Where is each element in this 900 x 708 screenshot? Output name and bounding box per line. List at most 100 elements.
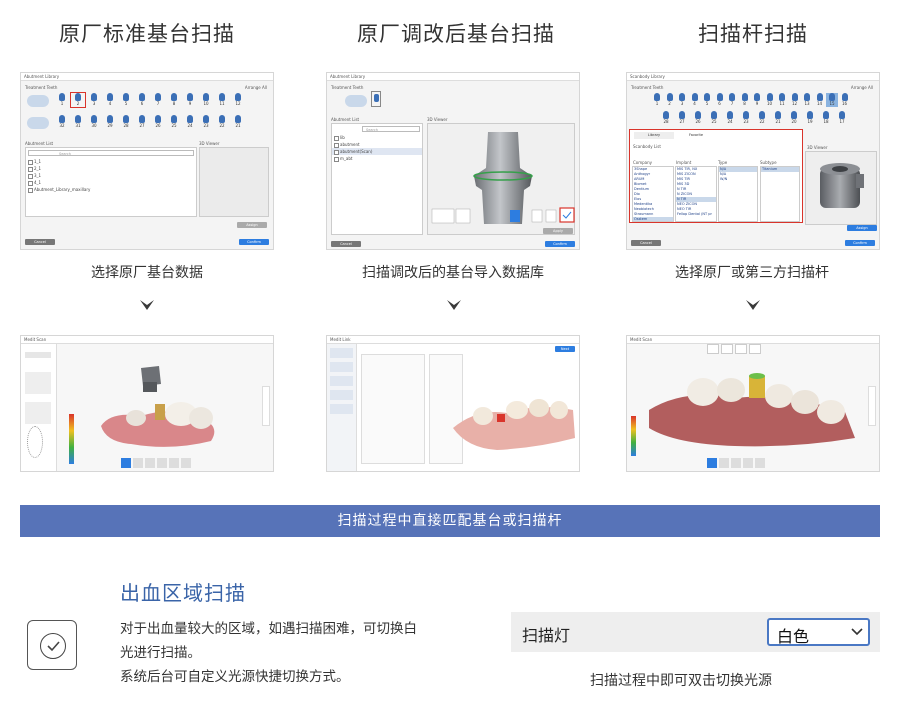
- list-item[interactable]: 1_1: [26, 158, 196, 165]
- list-item[interactable]: Elos: [634, 197, 642, 201]
- tooth-28[interactable]: 28: [659, 111, 673, 125]
- tooth-30[interactable]: 30: [87, 115, 101, 129]
- list-item[interactable]: ARUM: [634, 177, 645, 181]
- tooth-7[interactable]: 7: [151, 93, 165, 107]
- tooth-1[interactable]: 1: [651, 93, 663, 107]
- tooth-23[interactable]: 23: [199, 115, 213, 129]
- tooth-21[interactable]: 21: [771, 111, 785, 125]
- tooth-29[interactable]: 29: [103, 115, 117, 129]
- tooth-5[interactable]: 5: [701, 93, 713, 107]
- tooth-27[interactable]: 27: [675, 111, 689, 125]
- tab-library[interactable]: Library: [634, 132, 674, 139]
- tooth-23[interactable]: 23: [739, 111, 753, 125]
- list-item[interactable]: NEO ZICON: [677, 202, 697, 206]
- list-item[interactable]: N TIR: [677, 187, 687, 191]
- cancel-button[interactable]: Cancel: [331, 241, 361, 247]
- tooth-31[interactable]: 31: [71, 115, 85, 129]
- tooth-8[interactable]: 8: [167, 93, 181, 107]
- list-item[interactable]: N/A: [719, 167, 757, 172]
- subtype-list[interactable]: Titanium: [760, 166, 800, 222]
- selected-tooth-icon[interactable]: [371, 91, 381, 107]
- tooth-27[interactable]: 27: [135, 115, 149, 129]
- list-item[interactable]: N/A: [720, 172, 727, 176]
- list-item[interactable]: Titanium: [761, 167, 799, 172]
- tooth-19[interactable]: 19: [803, 111, 817, 125]
- tooth-17[interactable]: 17: [835, 111, 849, 125]
- list-item[interactable]: 2_1: [26, 165, 196, 172]
- tooth-6[interactable]: 6: [135, 93, 149, 107]
- tooth-12[interactable]: 12: [231, 93, 245, 107]
- tooth-9[interactable]: 9: [183, 93, 197, 107]
- tooth-26[interactable]: 26: [151, 115, 165, 129]
- list-item[interactable]: m_abt: [332, 155, 422, 162]
- tooth-22[interactable]: 22: [215, 115, 229, 129]
- list-item[interactable]: Anthogyr: [634, 172, 651, 176]
- tooth-6[interactable]: 6: [714, 93, 726, 107]
- tooth-22[interactable]: 22: [755, 111, 769, 125]
- scan-lamp-select[interactable]: 白色: [767, 618, 870, 646]
- tooth-13[interactable]: 13: [801, 93, 813, 107]
- tooth-18[interactable]: 18: [819, 111, 833, 125]
- list-item[interactable]: MIS 3D: [677, 182, 690, 186]
- tooth-4[interactable]: 4: [103, 93, 117, 107]
- assign-button[interactable]: Assign: [237, 222, 267, 228]
- tooth-15[interactable]: 15: [826, 93, 838, 107]
- tooth-10[interactable]: 10: [199, 93, 213, 107]
- list-item[interactable]: MIS ZICON: [677, 172, 696, 176]
- tooth-3[interactable]: 3: [676, 93, 688, 107]
- tooth-26[interactable]: 26: [691, 111, 705, 125]
- arrange-all-label[interactable]: Arrange All: [850, 85, 873, 90]
- tooth-24[interactable]: 24: [183, 115, 197, 129]
- confirm-button[interactable]: Confirm: [239, 239, 269, 245]
- list-item[interactable]: Dentium: [634, 187, 650, 191]
- tooth-5[interactable]: 5: [119, 93, 133, 107]
- tooth-16[interactable]: 16: [839, 93, 851, 107]
- list-item[interactable]: N ZICON: [677, 192, 692, 196]
- list-item[interactable]: Medentika: [634, 202, 653, 206]
- tab-favorite[interactable]: Favorite: [689, 133, 703, 137]
- tooth-9[interactable]: 9: [751, 93, 763, 107]
- list-item[interactable]: N TIR: [676, 197, 716, 202]
- apply-button[interactable]: Apply: [543, 228, 573, 234]
- search-input[interactable]: Search: [362, 126, 420, 132]
- tooth-11[interactable]: 11: [776, 93, 788, 107]
- tooth-25[interactable]: 25: [707, 111, 721, 125]
- cancel-button[interactable]: Cancel: [25, 239, 55, 245]
- list-item[interactable]: Neobiotech: [634, 207, 654, 211]
- tooth-21[interactable]: 21: [231, 115, 245, 129]
- tooth-28[interactable]: 28: [119, 115, 133, 129]
- jaw-map-icon[interactable]: [27, 426, 43, 458]
- search-input[interactable]: Search: [28, 150, 194, 156]
- cancel-button[interactable]: Cancel: [631, 240, 661, 246]
- tooth-24[interactable]: 24: [723, 111, 737, 125]
- tooth-32[interactable]: 32: [55, 115, 69, 129]
- tooth-2[interactable]: 2: [664, 93, 676, 107]
- list-item[interactable]: abutment(Scan): [332, 148, 422, 155]
- list-item[interactable]: Straumann: [634, 212, 654, 216]
- tooth-4[interactable]: 4: [689, 93, 701, 107]
- list-item[interactable]: Osstem: [633, 217, 673, 221]
- arrange-all-label[interactable]: Arrange All: [244, 85, 267, 90]
- list-item[interactable]: abutment: [332, 141, 422, 148]
- list-item[interactable]: Dio: [634, 192, 640, 196]
- tooth-7[interactable]: 7: [726, 93, 738, 107]
- confirm-button[interactable]: Confirm: [845, 240, 875, 246]
- tooth-20[interactable]: 20: [787, 111, 801, 125]
- list-item[interactable]: MIS TIR: [677, 177, 690, 181]
- list-item[interactable]: NEO TIR: [677, 207, 692, 211]
- confirm-button[interactable]: Confirm: [545, 241, 575, 247]
- list-item[interactable]: Biomet: [634, 182, 647, 186]
- tooth-2[interactable]: 2: [70, 92, 86, 108]
- list-item[interactable]: 3Shape: [634, 167, 648, 171]
- tooth-25[interactable]: 25: [167, 115, 181, 129]
- tooth-3[interactable]: 3: [87, 93, 101, 107]
- list-item[interactable]: MIS TIR, NX: [677, 167, 698, 171]
- list-item[interactable]: Abutment_Library_maxillary: [26, 186, 196, 193]
- next-button[interactable]: Next: [555, 346, 575, 352]
- tooth-10[interactable]: 10: [764, 93, 776, 107]
- tooth-1[interactable]: 1: [55, 93, 69, 107]
- list-item[interactable]: W/N: [720, 177, 728, 181]
